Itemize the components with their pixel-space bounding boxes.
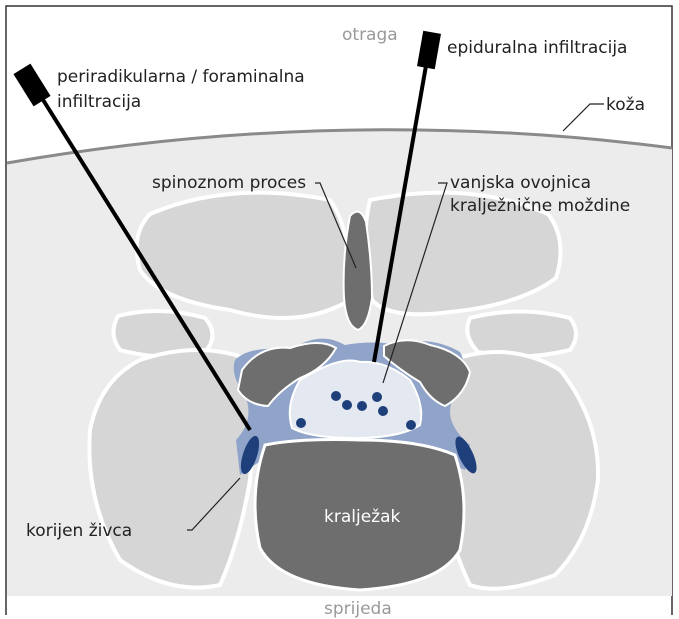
epidural-label: epiduralna infiltracija xyxy=(447,38,627,58)
spinous-process-label: spinoznom proces xyxy=(152,173,306,193)
left-rib-head xyxy=(89,350,252,588)
top-orientation-label: otraga xyxy=(342,25,398,45)
dura-label-line2: kralježnične moždine xyxy=(450,196,630,216)
periradicular-label-line2: infiltracija xyxy=(57,92,141,112)
skin-label: koža xyxy=(606,95,645,115)
skin-leader xyxy=(563,104,604,131)
dura-label-line1: vanjska ovojnica xyxy=(450,173,591,193)
nerve-root-label: korijen živca xyxy=(26,521,132,541)
spinous-process xyxy=(344,212,372,330)
right-transverse-process xyxy=(467,312,576,357)
bottom-orientation-label: sprijeda xyxy=(324,599,392,619)
vertebral-body-label: kralježak xyxy=(324,507,400,527)
periradicular-label-line1: periradikularna / foraminalna xyxy=(57,67,305,87)
